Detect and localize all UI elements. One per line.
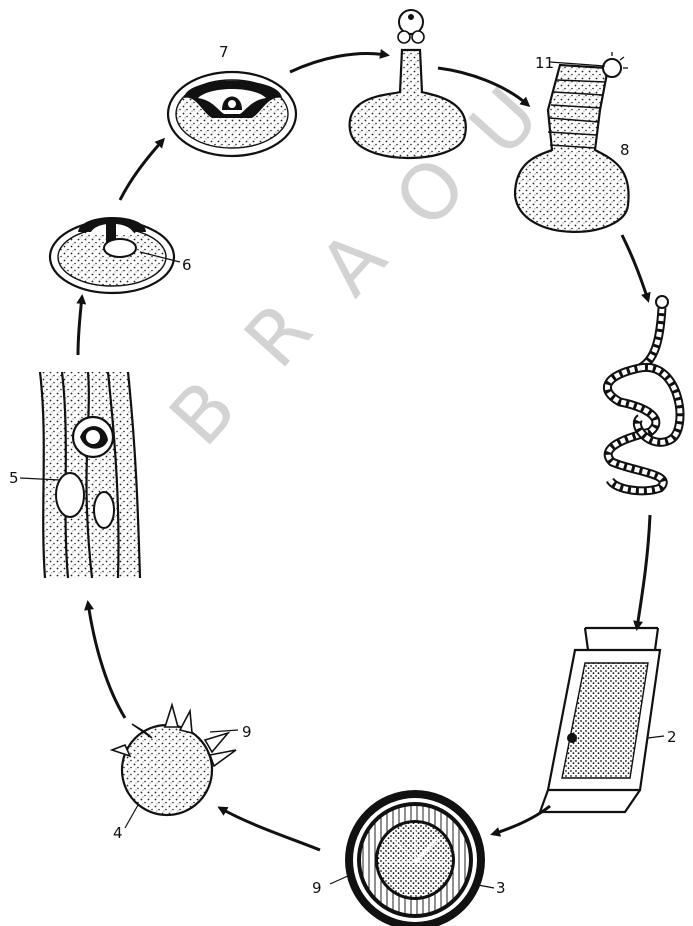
cysticercus-early-stage (50, 217, 174, 293)
label-11: 11 (535, 54, 554, 72)
label-9-oncosphere: 9 (242, 723, 252, 741)
label-4: 4 (113, 824, 123, 842)
arrow-4-to-5 (88, 603, 125, 718)
label-6: 6 (182, 256, 192, 274)
label-3: 3 (496, 879, 506, 897)
arrow-7-to-evaginated (290, 54, 387, 72)
label-7: 7 (219, 43, 229, 61)
label-8: 8 (620, 141, 630, 159)
watermark-letter-b: B (152, 364, 253, 462)
oncosphere-stage (112, 705, 236, 815)
egg-stage (345, 790, 485, 926)
watermark-letter-a: A (302, 214, 403, 312)
arrow-adult-to-2 (637, 515, 650, 628)
arrow-6-to-7 (120, 140, 163, 200)
arrow-5-to-6 (78, 297, 82, 355)
label-9-egg: 9 (312, 879, 322, 897)
arrow-3-to-4 (220, 808, 320, 850)
label-2: 2 (667, 728, 677, 746)
cysticercus-evaginated-stage (350, 10, 466, 158)
gravid-proglottid-stage (540, 628, 660, 812)
cysticercus-scolex-inside-stage (168, 72, 296, 156)
tissue-section-stage (40, 372, 140, 578)
adult-worm-stage (607, 296, 680, 491)
watermark-letter-r: R (227, 285, 328, 384)
arrow-8-to-adult (622, 235, 648, 300)
label-5: 5 (9, 469, 19, 487)
